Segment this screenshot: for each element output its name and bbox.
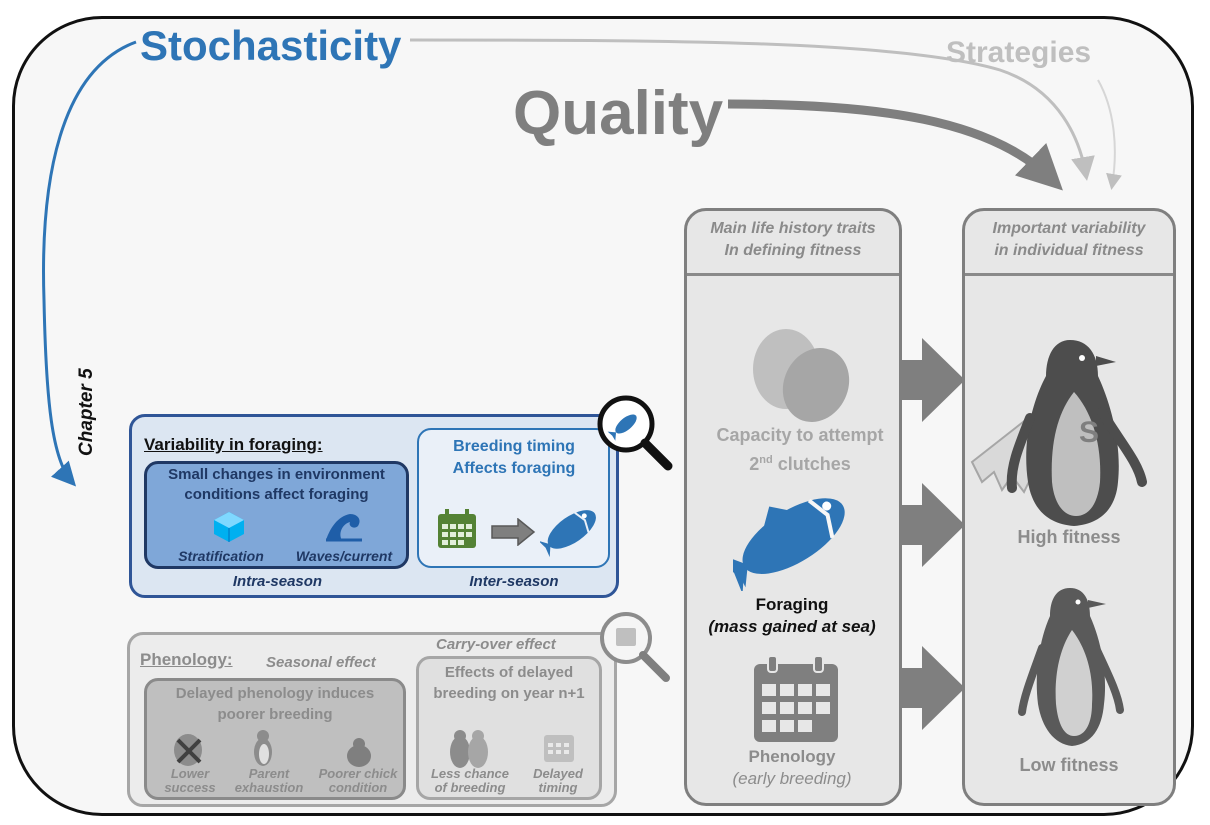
seasonal-effect-label: Seasonal effect xyxy=(266,654,376,671)
cape-letter: S xyxy=(1078,416,1099,449)
two-penguins-icon xyxy=(450,730,488,768)
block-arrow-top xyxy=(900,338,965,422)
strategies-arrow xyxy=(1097,79,1122,190)
intra-season-label: Intra-season xyxy=(232,573,323,590)
calendar-green-icon xyxy=(438,509,476,548)
inter-season-description: Breeding timing Affects foraging xyxy=(452,438,576,477)
delayed-timing-label: Delayed timing xyxy=(533,766,583,795)
phenology-box-title: Phenology: xyxy=(140,650,233,669)
wave-icon xyxy=(326,514,362,542)
arrow-icon xyxy=(491,518,536,546)
lower-success-label: Lower success xyxy=(164,766,216,795)
stochasticity-arrow xyxy=(42,40,137,487)
delayed-phenology-description: Delayed phenology induces poorer breedin… xyxy=(175,685,375,723)
life-history-divider xyxy=(687,273,899,276)
calendar-icon xyxy=(754,655,838,742)
eggs-icon xyxy=(753,329,850,422)
stratification-label: Stratification xyxy=(178,548,264,564)
strategies-label: Strategies xyxy=(946,36,1092,69)
penguin-cape-icon xyxy=(970,340,1147,526)
phenology-trait: Phenology (early breeding) xyxy=(732,747,852,788)
magnifier-calendar-icon[interactable] xyxy=(594,606,674,686)
fish-small-icon xyxy=(540,510,596,558)
capacity-label: Capacity to attempt 2nd clutches xyxy=(716,425,884,474)
parent-penguin-icon xyxy=(254,730,272,766)
chick-condition-label: Poorer chick condition xyxy=(318,766,398,795)
high-fitness-label: High fitness xyxy=(1017,527,1121,547)
less-chance-label: Less chance of breeding xyxy=(430,766,510,795)
foraging-box-title: Variability in foraging: xyxy=(144,435,323,454)
waves-label: Waves/current xyxy=(295,548,393,564)
fitness-header: Important variability in individual fitn… xyxy=(992,220,1146,259)
intra-season-description: Small changes in environment conditions … xyxy=(168,466,385,503)
broken-egg-icon xyxy=(174,734,202,766)
low-fitness-label: Low fitness xyxy=(1019,755,1119,775)
inter-season-label: Inter-season xyxy=(469,573,559,590)
life-history-header: Main life history traits In defining fit… xyxy=(710,220,876,259)
intra-season-box xyxy=(144,461,409,569)
magnifier-fish-icon[interactable] xyxy=(594,392,674,472)
carry-over-box xyxy=(416,656,602,800)
cube-icon xyxy=(214,512,244,542)
block-arrow-bottom xyxy=(900,646,965,730)
parent-exhaustion-label: Parent exhaustion xyxy=(234,766,304,795)
stochasticity-to-fitness-arrow xyxy=(409,38,1095,181)
block-arrow-mid xyxy=(900,483,965,567)
calendar-small-icon xyxy=(544,735,574,762)
stochasticity-label: Stochasticity xyxy=(140,22,402,69)
penguin-icon xyxy=(1018,588,1124,746)
foraging-trait: Foraging (mass gained at sea) xyxy=(708,595,876,636)
fish-icon xyxy=(733,498,845,591)
quality-label: Quality xyxy=(513,79,724,148)
chick-icon xyxy=(347,738,371,767)
carry-over-label: Carry-over effect xyxy=(436,636,556,653)
fitness-divider xyxy=(965,273,1173,276)
effects-description: Effects of delayed breeding on year n+1 xyxy=(433,664,585,702)
quality-arrow xyxy=(727,99,1063,191)
chapter-label: Chapter 5 xyxy=(76,368,97,456)
block-arrows xyxy=(900,338,965,730)
